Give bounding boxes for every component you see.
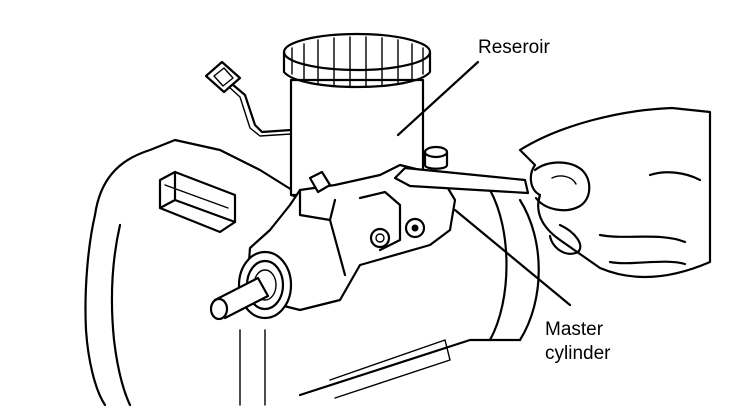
reservoir-leader-line [396, 60, 480, 137]
reservoir-label: Reseroir [478, 37, 550, 58]
master-cylinder-label-line2: cylinder [545, 343, 611, 364]
master-cylinder-leader-line [453, 208, 572, 307]
brake-booster [84, 138, 540, 407]
master-cylinder-label-line1: Master [545, 319, 604, 340]
master-cylinder [209, 145, 457, 321]
level-sensor-connector [204, 60, 293, 137]
technician-hand [393, 106, 712, 279]
